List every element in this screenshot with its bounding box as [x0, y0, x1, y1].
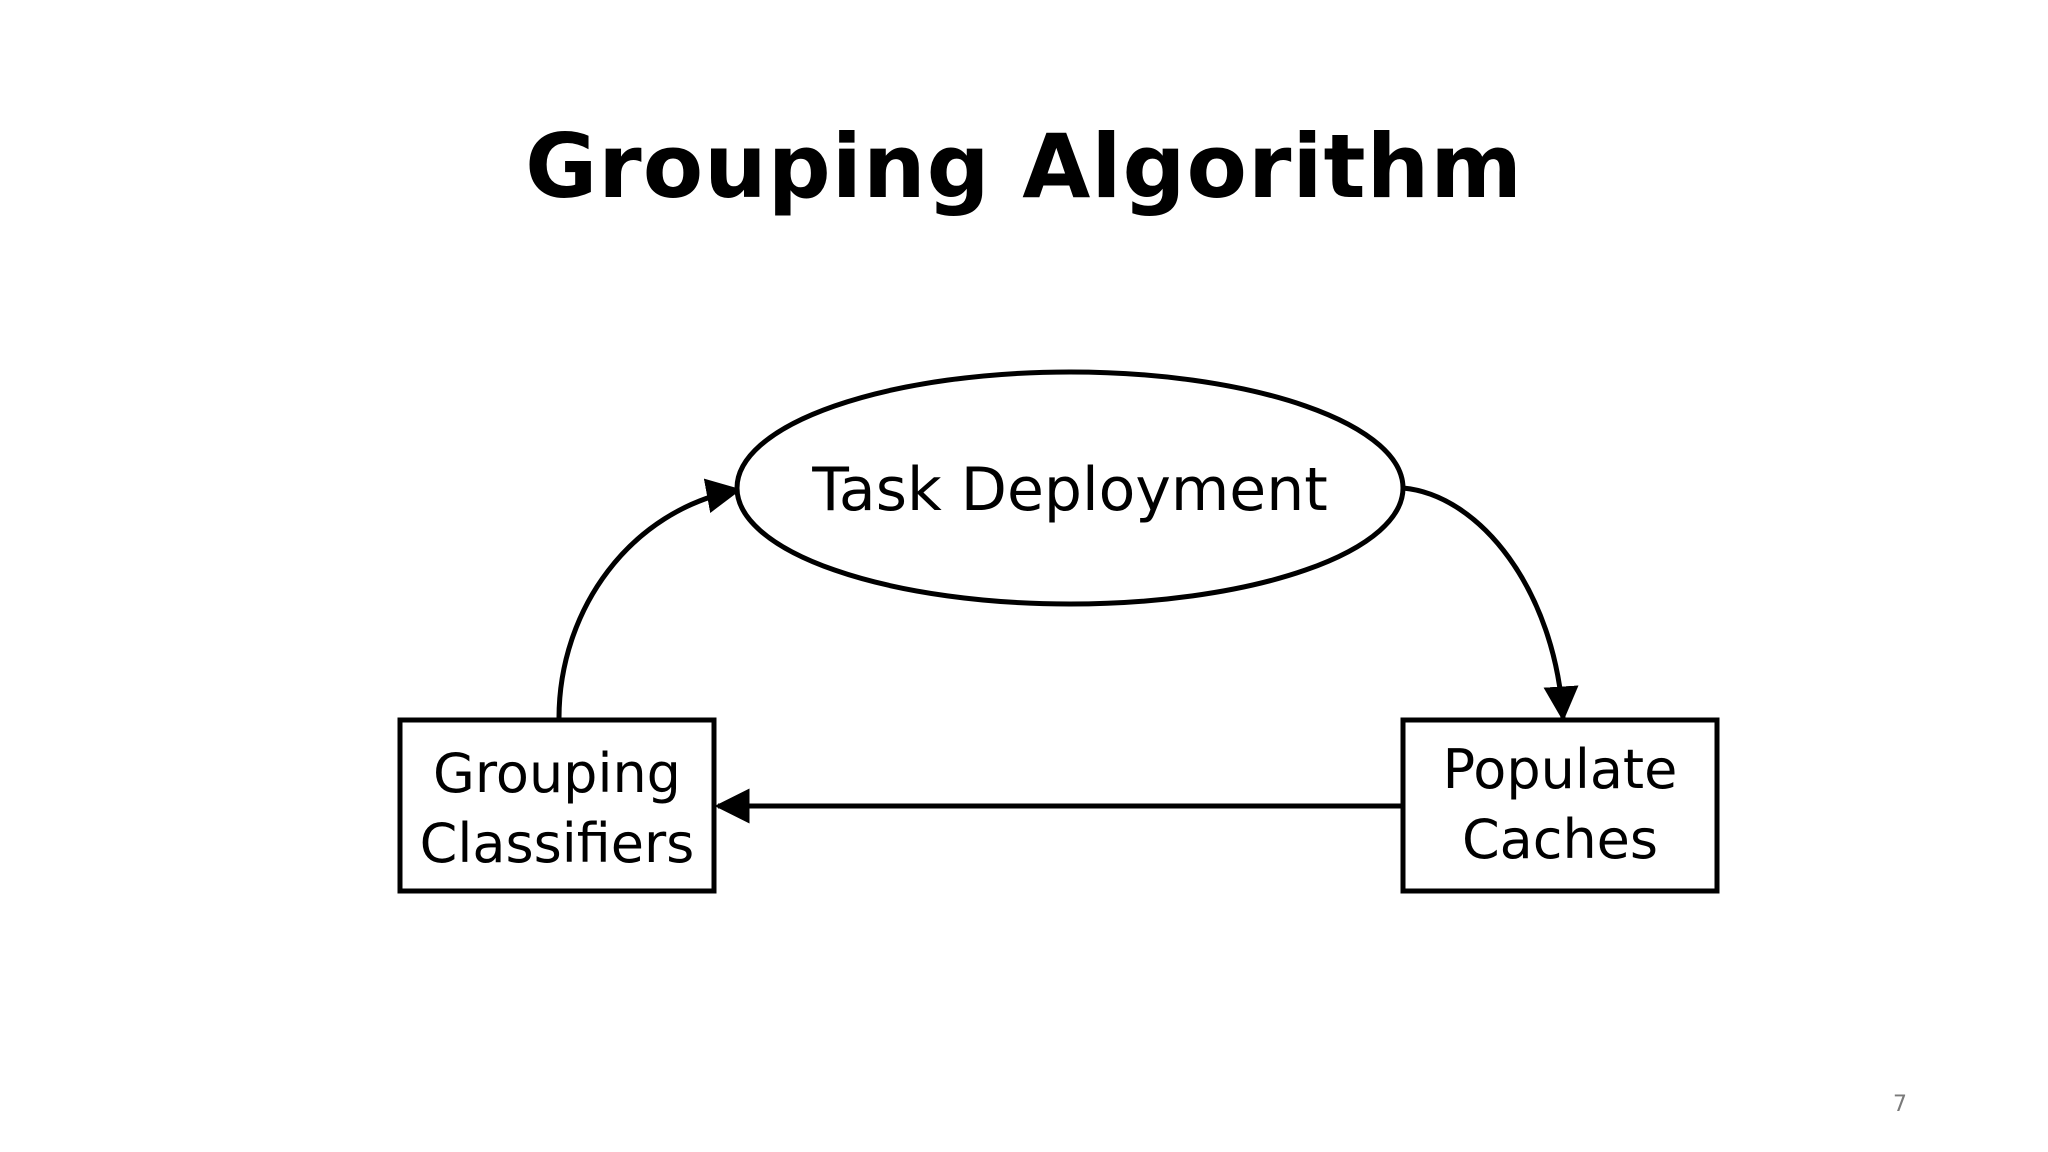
edge-task-to-populate: [1402, 485, 1579, 722]
node-grouping-classifiers-line1: Grouping: [433, 742, 681, 805]
node-populate-caches-line1: Populate: [1443, 738, 1678, 801]
edge-grouping-to-task: [556, 478, 742, 719]
node-grouping-classifiers: Grouping Classifiers: [397, 717, 717, 894]
node-task-deployment-label: Task Deployment: [811, 455, 1328, 525]
node-populate-caches-line2: Caches: [1462, 808, 1658, 871]
page-number: 7: [1893, 1092, 1907, 1117]
node-task-deployment: Task Deployment: [734, 369, 1406, 607]
node-grouping-classifiers-line2: Classifiers: [420, 812, 695, 875]
node-populate-caches: Populate Caches: [1400, 717, 1720, 894]
slide-title: Grouping Algorithm: [525, 115, 1523, 218]
